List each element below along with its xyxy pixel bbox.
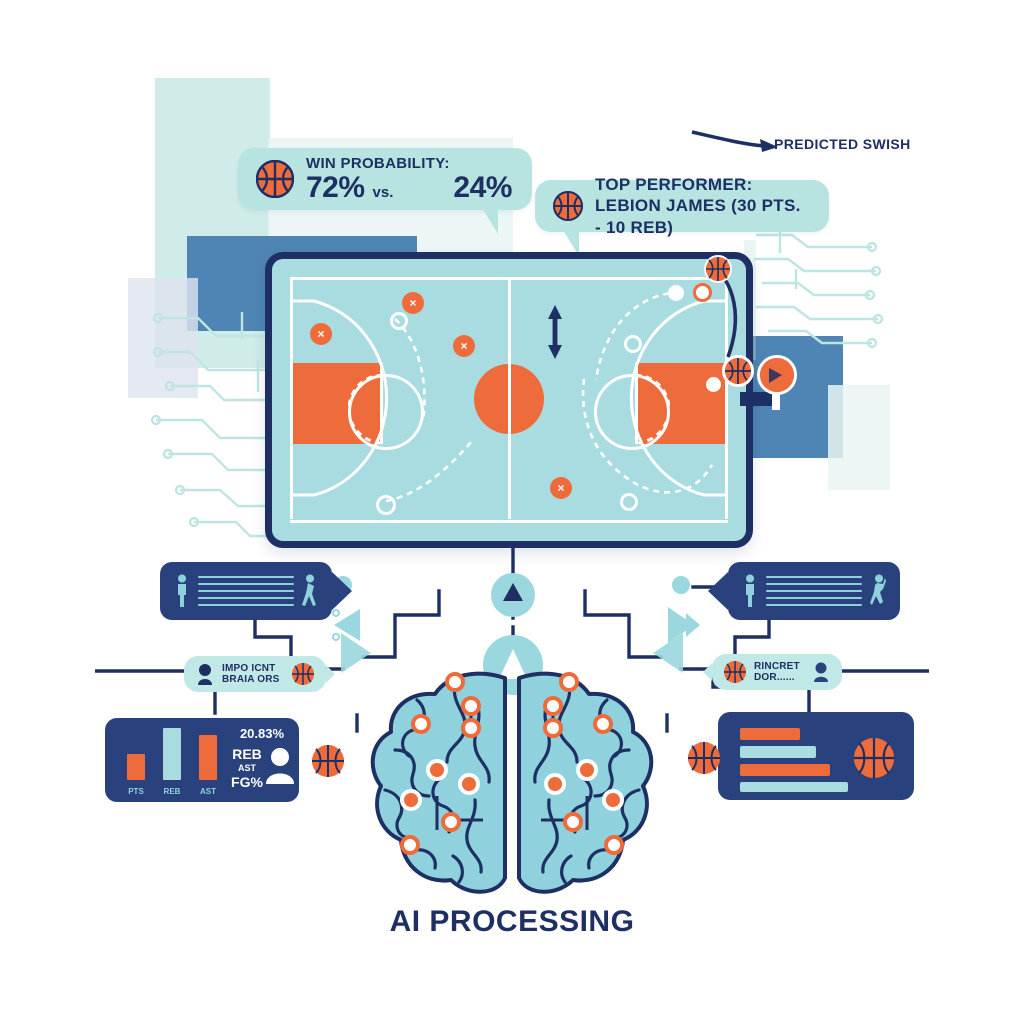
open-position-dot[interactable] [376, 495, 396, 515]
stat-stack-line2: AST [238, 762, 256, 773]
flow-arrow-right-icon [668, 607, 700, 643]
basketball-icon [312, 745, 344, 777]
page-title: AI PROCESSING [389, 905, 635, 938]
player-marker[interactable]: × [550, 477, 572, 499]
basketball-court-diagram[interactable]: × × × × [265, 252, 754, 548]
inbound-marker[interactable] [693, 283, 712, 302]
stat-percent: 20.83% [239, 726, 285, 741]
pill-point-right [326, 665, 335, 683]
circuit-trace-right [754, 231, 884, 349]
free-throw-line-right [635, 363, 638, 444]
win-probability-label: WIN PROBABILITY: [306, 155, 450, 173]
stat-stack: REB AST FG% [225, 746, 269, 790]
rank-bar-4 [740, 782, 848, 792]
three-point-arc-left [293, 299, 389, 497]
win-probability-team-b: 24% [453, 170, 512, 204]
basketball-icon [553, 191, 583, 221]
movement-lines [766, 576, 862, 606]
basketball-icon [724, 661, 746, 683]
court-endline-right [725, 277, 728, 519]
right-pill-line1: RINCRET [754, 660, 800, 672]
shot-basketball-icon[interactable] [704, 255, 732, 283]
basketball-icon [292, 663, 314, 685]
callout-tail [563, 230, 579, 256]
player-marker[interactable]: × [402, 292, 424, 314]
pill-point-left [703, 663, 712, 681]
player-head-icon [814, 662, 828, 682]
predicted-swish-label: PREDICTED SWISH [774, 136, 911, 152]
ai-brain-diagram[interactable] [355, 670, 669, 900]
movement-lines [198, 576, 294, 606]
left-pill-line1: IMPO ICNT [222, 662, 276, 674]
basketball-icon [688, 742, 720, 774]
bar-ast [199, 735, 217, 780]
standing-player-icon [746, 574, 754, 607]
top-performer-value: LEBION JAMES (30 PTS. - 10 REB) [595, 196, 801, 237]
banner-point-left [708, 572, 728, 610]
player-head-icon [198, 664, 212, 685]
banner-point-right [332, 572, 352, 610]
stat-stack-line3: FG% [231, 773, 263, 790]
open-position-dot[interactable] [668, 285, 684, 301]
whistle-badge-icon[interactable] [757, 355, 797, 395]
rank-bar-3 [740, 764, 830, 776]
callout-win-probability[interactable]: WIN PROBABILITY: 72% vs. 24% [238, 148, 532, 234]
top-performer-label: TOP PERFORMER: [595, 175, 753, 195]
right-pill-line2: DOR...... [754, 672, 795, 683]
court-endline-left [290, 277, 293, 519]
player-movement-banner-left[interactable] [160, 562, 352, 620]
circuit-trace-left [150, 312, 280, 538]
lane-dash-right [634, 374, 670, 444]
ranking-card[interactable] [718, 712, 914, 800]
bar-label-pts: PTS [128, 787, 144, 796]
left-pill-line2: BRAIA ORS [222, 674, 280, 685]
rim-basketball-icon[interactable] [722, 355, 754, 387]
movement-path-right-lower [581, 378, 714, 494]
callout-tail [482, 208, 498, 234]
standing-player-icon [178, 574, 186, 607]
basketball-icon [256, 160, 294, 198]
three-point-arc-right [629, 299, 725, 497]
free-throw-line-left [380, 363, 383, 444]
player-marker[interactable]: × [310, 323, 332, 345]
left-data-pill[interactable]: IMPO ICNT BRAIA ORS [184, 656, 335, 692]
rank-bar-2 [740, 746, 816, 758]
win-probability-team-a: 72% [306, 170, 365, 204]
win-probability-vs: vs. [372, 183, 394, 201]
player-stats-card[interactable]: PTS REB AST REB AST FG% 20.83% [105, 718, 299, 802]
bar-label-reb: REB [163, 787, 181, 796]
stat-stack-line1: REB [232, 746, 262, 762]
player-avatar-icon [266, 748, 294, 784]
lane-dash-left [348, 374, 384, 444]
bar-label-ast: AST [200, 787, 216, 796]
predicted-swish-arrow [691, 130, 778, 152]
bg-block-lavender [128, 278, 198, 398]
open-position-dot[interactable] [390, 312, 408, 330]
open-position-dot[interactable] [624, 335, 642, 353]
bar-reb [163, 728, 181, 780]
basketball-icon [854, 738, 894, 778]
movement-path-right-upper [594, 290, 681, 381]
callout-top-performer[interactable]: TOP PERFORMER: LEBION JAMES (30 PTS. - 1… [535, 175, 829, 256]
bar-pts [127, 754, 145, 780]
player-marker[interactable]: × [453, 335, 475, 357]
right-data-pill[interactable]: RINCRET DOR...... [703, 654, 842, 690]
court-side-connector-cap [772, 388, 780, 410]
open-position-dot[interactable] [706, 377, 721, 392]
center-circle-split [508, 364, 511, 434]
court-sideline-bottom [290, 520, 728, 523]
movement-path-left-upper [394, 318, 426, 422]
jumping-player-icon [870, 574, 886, 605]
bg-block-mint-right [828, 385, 890, 490]
double-arrow-icon [548, 305, 562, 359]
flow-arrow-left-icon [332, 609, 360, 641]
rank-bar-1 [740, 728, 800, 740]
player-movement-banner-right[interactable] [708, 562, 900, 620]
court-side-connector [740, 392, 780, 406]
walking-player-icon [302, 574, 316, 606]
open-position-dot[interactable] [620, 493, 638, 511]
